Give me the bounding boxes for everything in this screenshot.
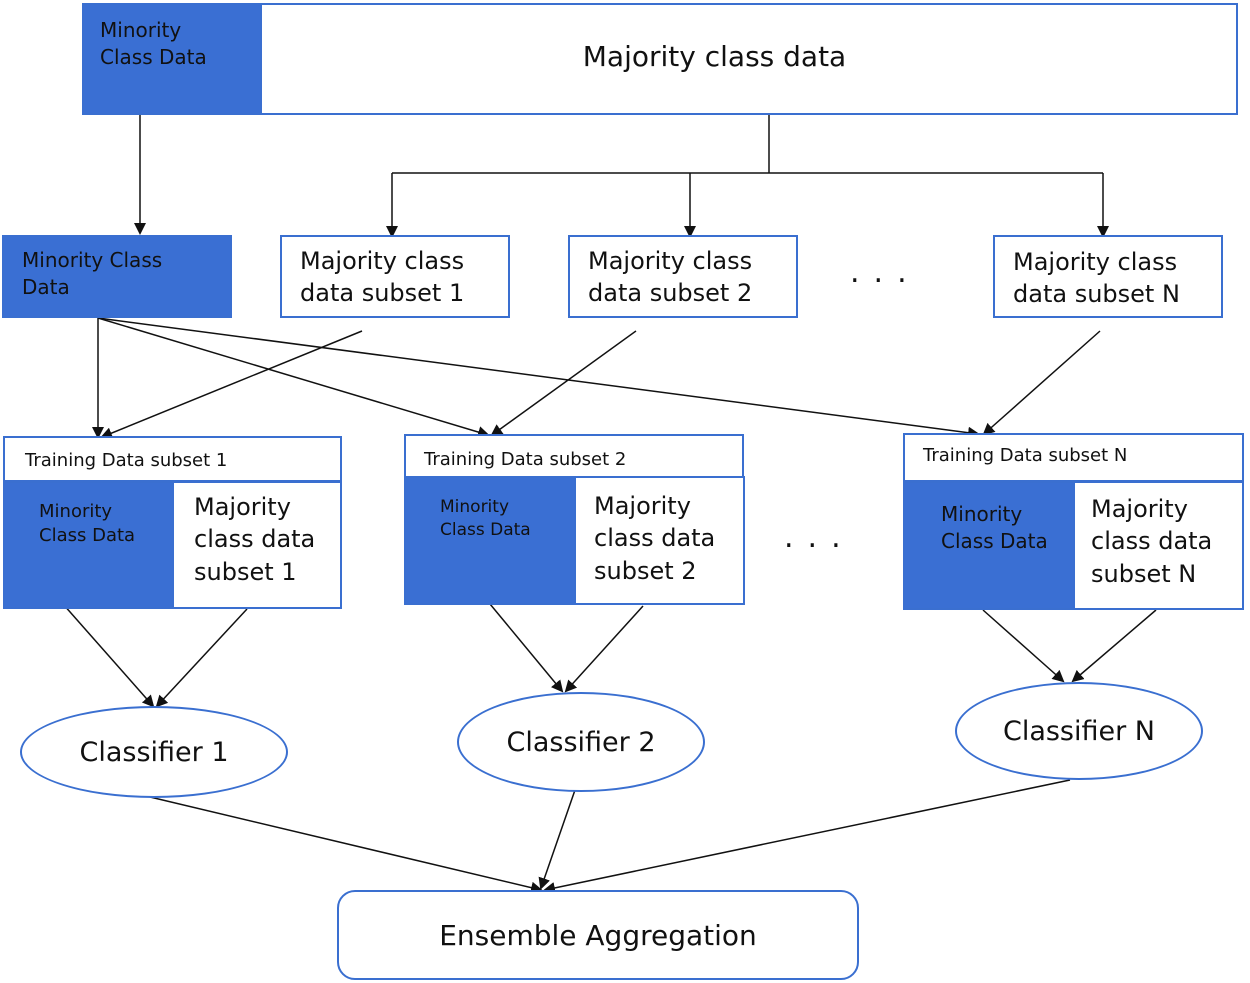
training-set-1-title-box: Training Data subset 1: [3, 436, 342, 482]
arrow-c2-agg: [538, 789, 576, 890]
arrow-subN-to-trainN: [982, 330, 1101, 436]
top-majority-label: Majority class data: [582, 40, 847, 73]
training-set-1-majority-line3: subset 1: [194, 557, 297, 586]
top-data-box: [82, 3, 1238, 115]
training-set-1-minority: Minority Class Data: [3, 481, 174, 609]
training-set-1-title: Training Data subset 1: [25, 450, 228, 471]
training-set-2-majority: Majority class data subset 2: [574, 476, 745, 605]
training-set-N-title: Training Data subset N: [923, 445, 1128, 466]
row2-subset-N: Majority class data subset N: [993, 235, 1223, 318]
arrow-sub2-to-train2: [490, 330, 637, 437]
arrow-t2b: [564, 605, 644, 693]
training-set-N-minority-label: Minority Class Data: [941, 502, 1048, 553]
row2-subset-1: Majority class data subset 1: [280, 235, 510, 318]
arrow-t2a: [489, 603, 564, 693]
training-set-1-majority-line1: Majority: [194, 493, 291, 521]
training-ellipsis: ...: [784, 520, 855, 555]
training-set-N-majority-line1: Majority: [1091, 495, 1188, 523]
arrow-tNa: [982, 609, 1065, 683]
row2-ellipsis: ...: [850, 255, 921, 290]
training-set-N-majority-line2: class data: [1091, 527, 1213, 556]
training-set-N-majority-line3: subset N: [1091, 559, 1197, 588]
training-set-2-title: Training Data subset 2: [424, 449, 627, 470]
training-set-2-majority-line3: subset 2: [594, 556, 697, 585]
training-set-2-majority-line2: class data: [594, 524, 716, 553]
arrow-t1b: [155, 608, 248, 708]
row2-subset-N-line1: Majority class: [1013, 248, 1178, 276]
row2-subset-2-line2: data subset 2: [588, 279, 753, 308]
training-set-1-majority-line2: class data: [194, 525, 316, 554]
row2-subset-2: Majority class data subset 2: [568, 235, 798, 318]
arrow-min-to-train2: [97, 317, 490, 438]
training-set-1-minority-label: Minority Class Data: [39, 501, 136, 547]
classifier-N: Classifier N: [955, 682, 1203, 780]
training-set-2-title-box: Training Data subset 2: [404, 434, 744, 480]
top-minority-label: Minority Class Data: [100, 18, 207, 69]
training-set-2-majority-line1: Majority: [594, 492, 691, 520]
training-set-1-majority: Majority class data subset 1: [172, 481, 342, 609]
training-set-N-minority: Minority Class Data: [903, 481, 1075, 610]
arrow-sub1-to-train1: [100, 330, 363, 439]
arrow-c1-agg: [149, 796, 543, 894]
arrow-min-to-trainN: [97, 317, 980, 439]
row2-subset-1-line1: Majority class: [300, 247, 465, 275]
training-set-N-title-box: Training Data subset N: [903, 433, 1244, 482]
row2-minority-label: Minority Class Data: [22, 248, 163, 299]
classifier-1: Classifier 1: [20, 706, 288, 798]
top-minority-box: Minority Class Data: [82, 3, 262, 115]
row2-minority-box: Minority Class Data: [2, 235, 232, 318]
training-set-2-minority-label: Minority Class Data: [440, 497, 531, 540]
ensemble-aggregation-box: Ensemble Aggregation: [337, 890, 859, 980]
arrow-cN-agg: [543, 779, 1071, 894]
arrow-tNb: [1071, 609, 1157, 683]
row2-subset-2-line1: Majority class: [588, 247, 753, 275]
row2-subset-1-line2: data subset 1: [300, 279, 465, 308]
arrow-t1a: [62, 603, 155, 708]
row2-subset-N-line2: data subset N: [1013, 280, 1180, 309]
classifier-2: Classifier 2: [457, 692, 705, 792]
training-set-N-majority: Majority class data subset N: [1073, 481, 1244, 610]
training-set-2-minority: Minority Class Data: [404, 476, 576, 605]
